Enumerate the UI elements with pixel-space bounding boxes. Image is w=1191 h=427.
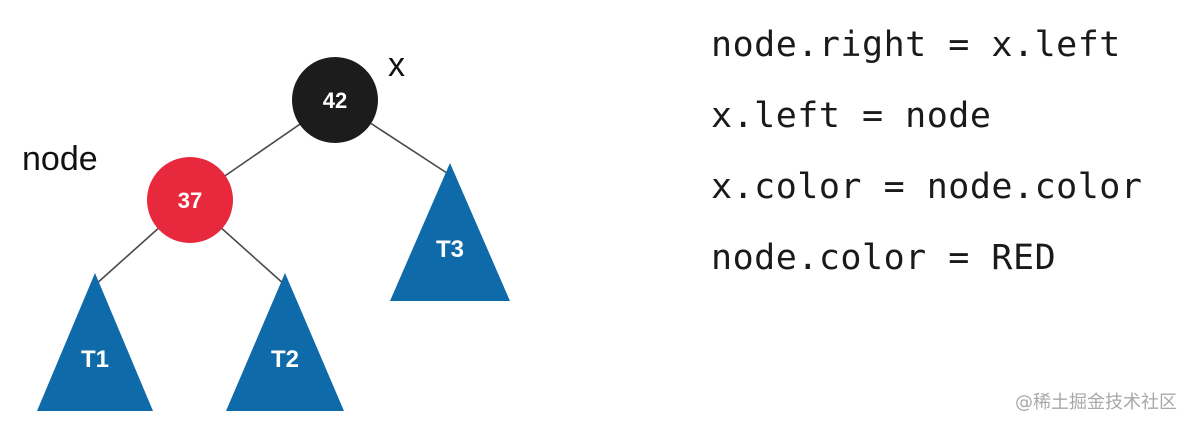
code-line-4: node.color = RED <box>711 238 1057 278</box>
child-node-37 <box>147 157 233 243</box>
root-node-label: 42 <box>323 88 347 113</box>
watermark: @稀土掘金技术社区 <box>1015 392 1177 413</box>
subtree-t3-label: T3 <box>436 236 464 263</box>
subtree-t1-triangle <box>37 273 153 411</box>
child-node-label: 37 <box>178 188 202 213</box>
rotation-code-block: node.right = x.left x.left = node x.colo… <box>711 10 1181 294</box>
subtree-t2-label: T2 <box>271 346 299 373</box>
x-pointer-label: x <box>388 46 405 84</box>
code-line-1: node.right = x.left <box>711 25 1121 65</box>
code-line-2: x.left = node <box>711 96 992 136</box>
subtree-t3-triangle <box>390 163 510 301</box>
subtree-t2-triangle <box>226 273 344 411</box>
code-line-3: x.color = node.color <box>711 167 1143 207</box>
subtree-t1-label: T1 <box>81 346 109 373</box>
root-node-42 <box>292 57 378 143</box>
node-pointer-label: node <box>22 140 98 178</box>
